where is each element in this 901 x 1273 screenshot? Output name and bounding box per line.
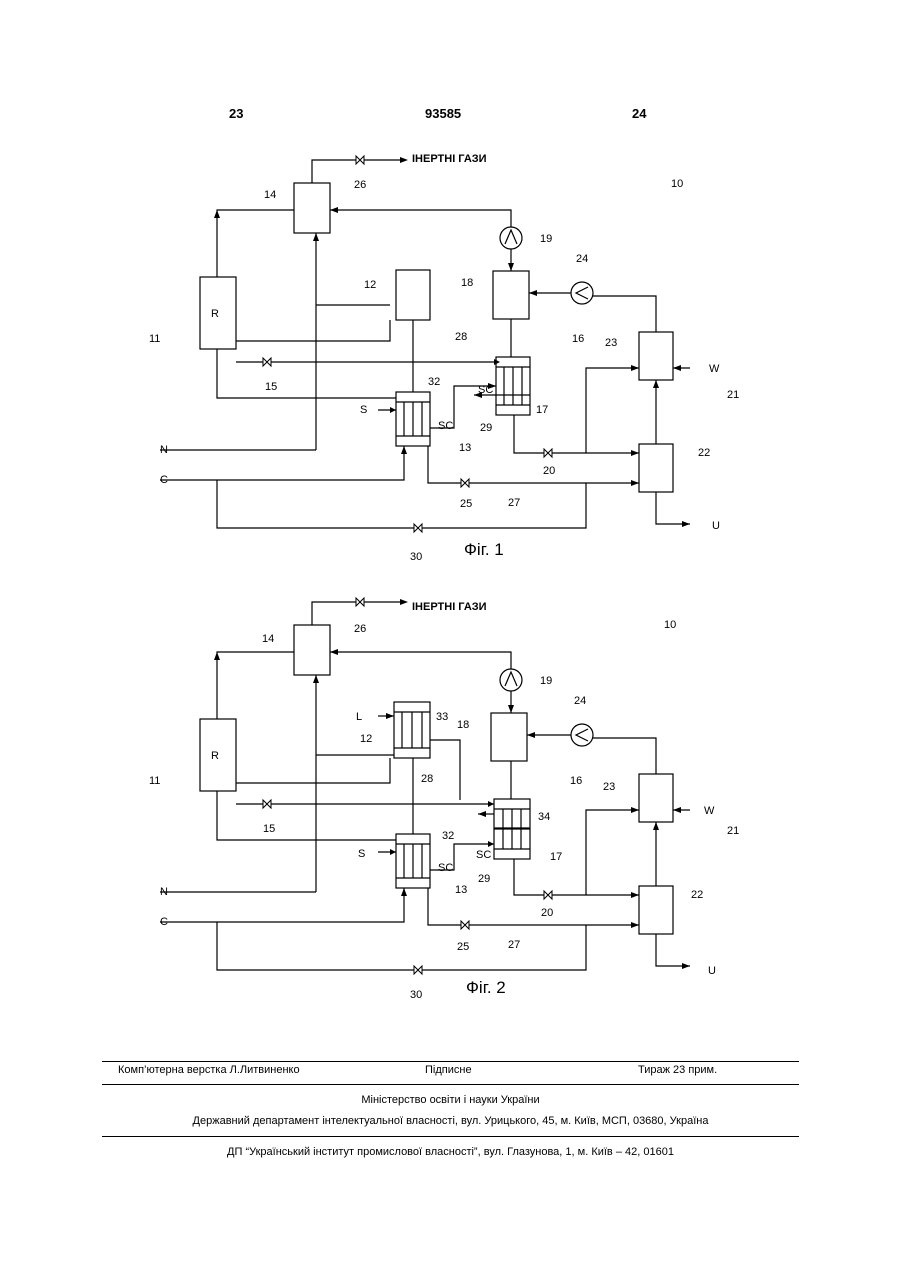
svg-text:25: 25 [460, 498, 472, 510]
svg-text:18: 18 [461, 277, 473, 289]
svg-text:SC: SC [438, 420, 453, 432]
svg-text:Фіг. 2: Фіг. 2 [466, 978, 506, 997]
footer-rule-middle [102, 1084, 799, 1085]
svg-text:14: 14 [262, 633, 274, 645]
svg-text:33: 33 [436, 711, 448, 723]
svg-text:32: 32 [428, 376, 440, 388]
footer-rule-bottom [102, 1136, 799, 1137]
footer-institute: ДП “Український інститут промислової вла… [0, 1146, 901, 1158]
footer-department: Державний департамент інтелектуальної вл… [0, 1115, 901, 1127]
svg-text:SC: SC [438, 862, 453, 874]
svg-text:N: N [160, 886, 168, 898]
svg-text:R: R [211, 750, 219, 762]
vessel-18 [491, 713, 527, 761]
pump-24 [571, 724, 593, 746]
svg-text:13: 13 [459, 442, 471, 454]
svg-text:16: 16 [570, 775, 582, 787]
svg-text:11: 11 [149, 775, 160, 787]
svg-text:28: 28 [421, 773, 433, 785]
svg-text:28: 28 [455, 331, 467, 343]
svg-text:19: 19 [540, 675, 552, 687]
svg-text:20: 20 [543, 465, 555, 477]
svg-text:22: 22 [691, 889, 703, 901]
svg-text:U: U [712, 520, 720, 532]
svg-text:34: 34 [538, 811, 550, 823]
figure-2-diagram: ІНЕРТНІ ГАЗИ 26 14 10 19 24 L 33 12 18 R… [0, 582, 901, 1012]
svg-text:10: 10 [671, 178, 683, 190]
svg-text:20: 20 [541, 907, 553, 919]
svg-text:U: U [708, 965, 716, 977]
svg-text:Фіг. 1: Фіг. 1 [464, 540, 504, 559]
svg-text:13: 13 [455, 884, 467, 896]
svg-text:L: L [356, 711, 362, 723]
svg-text:C: C [160, 474, 168, 486]
svg-text:29: 29 [478, 873, 490, 885]
svg-text:15: 15 [265, 381, 277, 393]
vessel-12 [396, 270, 430, 320]
page-number-right: 24 [632, 106, 646, 121]
svg-text:26: 26 [354, 179, 366, 191]
svg-text:11: 11 [149, 333, 160, 345]
svg-text:ІНЕРТНІ ГАЗИ: ІНЕРТНІ ГАЗИ [412, 153, 487, 165]
svg-text:18: 18 [457, 719, 469, 731]
figure-1-diagram: ІНЕРТНІ ГАЗИ 26 14 10 19 24 12 18 R 11 2… [0, 140, 901, 570]
svg-text:26: 26 [354, 623, 366, 635]
svg-text:17: 17 [536, 404, 548, 416]
svg-text:32: 32 [442, 830, 454, 842]
svg-text:15: 15 [263, 823, 275, 835]
svg-text:22: 22 [698, 447, 710, 459]
footer-signed: Підписне [425, 1064, 472, 1076]
svg-text:12: 12 [360, 733, 372, 745]
svg-text:S: S [358, 848, 365, 860]
svg-text:W: W [709, 363, 720, 375]
svg-text:ІНЕРТНІ ГАЗИ: ІНЕРТНІ ГАЗИ [412, 601, 487, 613]
svg-text:24: 24 [574, 695, 586, 707]
svg-text:N: N [160, 444, 168, 456]
vessel-18 [493, 271, 529, 319]
svg-text:R: R [211, 308, 219, 320]
footer-circulation: Тираж 23 прим. [638, 1064, 717, 1076]
svg-text:SC: SC [478, 384, 493, 396]
footer-rule-top [102, 1061, 799, 1062]
svg-text:23: 23 [603, 781, 615, 793]
svg-text:19: 19 [540, 233, 552, 245]
svg-text:21: 21 [727, 825, 739, 837]
svg-text:16: 16 [572, 333, 584, 345]
svg-text:S: S [360, 404, 367, 416]
svg-text:SC: SC [476, 849, 491, 861]
column-23 [639, 774, 673, 822]
svg-text:27: 27 [508, 939, 520, 951]
patent-number: 93585 [425, 106, 461, 121]
pump-24 [571, 282, 593, 304]
column-23 [639, 332, 673, 380]
svg-text:12: 12 [364, 279, 376, 291]
svg-text:17: 17 [550, 851, 562, 863]
svg-text:29: 29 [480, 422, 492, 434]
svg-text:30: 30 [410, 551, 422, 563]
svg-text:23: 23 [605, 337, 617, 349]
svg-text:30: 30 [410, 989, 422, 1001]
svg-text:W: W [704, 805, 715, 817]
separator-14 [294, 183, 330, 233]
svg-text:10: 10 [664, 619, 676, 631]
svg-text:14: 14 [264, 189, 276, 201]
column-22 [639, 444, 673, 492]
svg-text:25: 25 [457, 941, 469, 953]
footer-layout: Комп’ютерна верстка Л.Литвиненко [118, 1064, 300, 1076]
footer-ministry: Міністерство освіти і науки України [0, 1094, 901, 1106]
column-22 [639, 886, 673, 934]
svg-text:21: 21 [727, 389, 739, 401]
svg-text:C: C [160, 916, 168, 928]
separator-14 [294, 625, 330, 675]
svg-text:27: 27 [508, 497, 520, 509]
page-number-left: 23 [229, 106, 243, 121]
svg-text:24: 24 [576, 253, 588, 265]
